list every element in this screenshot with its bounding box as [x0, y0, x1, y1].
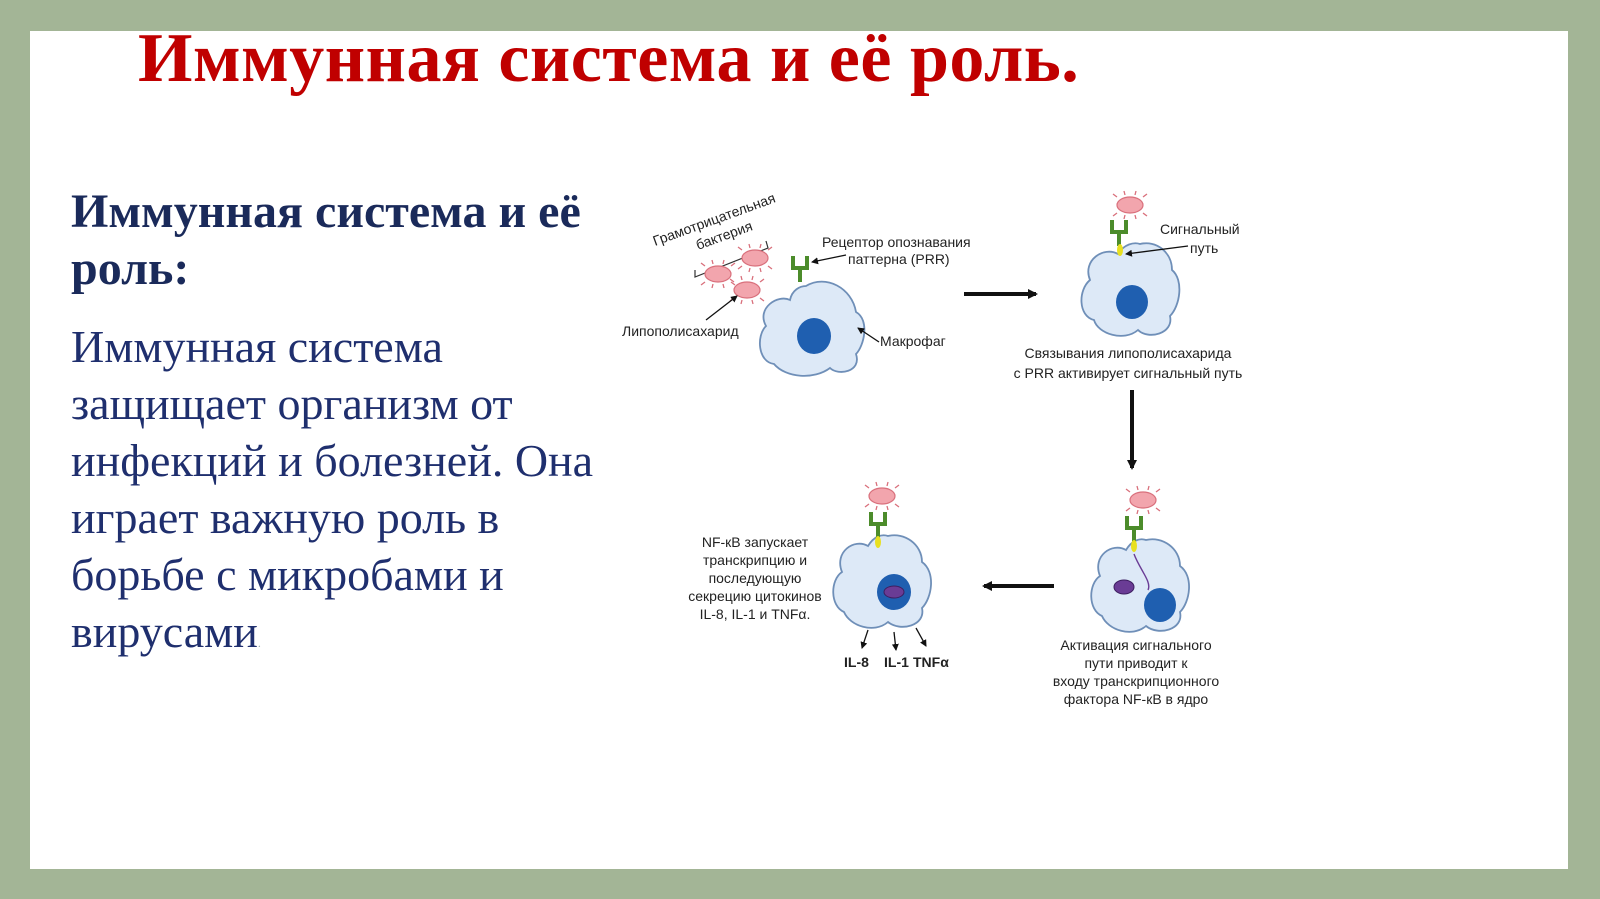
slide-title: Иммунная система и её роль. [138, 20, 1080, 97]
receptor-icon [1110, 218, 1128, 248]
receptor-icon [869, 510, 887, 540]
body-paragraph: Иммунная система защищает организм от ин… [71, 318, 631, 672]
prr-pointer [811, 254, 847, 265]
signal-marker [1117, 244, 1123, 256]
signal-marker [1131, 540, 1137, 552]
macrophage-label: Макрофаг [880, 333, 946, 349]
bacteria-bracket [694, 240, 769, 278]
bacterium-icon [1125, 485, 1161, 515]
nfkb-path [1133, 553, 1150, 591]
cell-nucleus [1116, 285, 1148, 319]
signal-label-line2: путь [1190, 240, 1218, 256]
bacterium-icon [864, 481, 900, 511]
cytokine-arrow [915, 627, 927, 647]
macrophage-pointer [857, 327, 880, 343]
step3-caption-line1: Активация сигнального [1060, 637, 1211, 653]
section-heading: Иммунная система и её роль: [71, 185, 581, 295]
step4-caption-line1: NF-кВ запускает [702, 534, 809, 550]
nfkb-factor [883, 585, 905, 599]
cytokine-tnfa: TNFα [913, 654, 949, 670]
step3-group: Активация сигнального пути приводит к вх… [1053, 485, 1220, 707]
step3-caption-line2: пути приводит к [1084, 655, 1188, 671]
immune-response-diagram: Грамотрицательная бактерия Рецептор опоз… [622, 190, 1243, 707]
step4-group: IL-8 IL-1 TNFα NF-кВ запускает транскрип… [688, 481, 949, 670]
cytokine-il8: IL-8 [844, 654, 869, 670]
lps-pointer [705, 295, 738, 321]
body-text: Иммунная система защищает организм от ин… [71, 321, 594, 657]
prr-label-line1: Рецептор опознавания [822, 234, 971, 250]
cytokine-arrow [860, 629, 869, 649]
step3-caption-line3: входу транскрипционного [1053, 673, 1220, 689]
step4-caption-line5: IL-8, IL-1 и TNFα. [700, 606, 811, 622]
cytokine-il1: IL-1 [884, 654, 909, 670]
nfkb-factor [1113, 579, 1135, 595]
prr-label-line2: паттерна (PRR) [848, 251, 950, 267]
lps-label: Липополисахарид [622, 323, 739, 339]
step1-group: Грамотрицательная бактерия Рецептор опоз… [622, 190, 971, 377]
step2-caption-line1: Связывания липополисахарида [1025, 345, 1232, 361]
bacterium-icon [700, 259, 736, 289]
step3-caption-line4: фактора NF-кВ в ядро [1064, 691, 1209, 707]
step2-group: Сигнальный путь Связывания липополисахар… [1014, 190, 1243, 381]
cell-nucleus [1144, 588, 1176, 622]
bacterium-icon [729, 275, 765, 305]
macrophage-nucleus [797, 318, 831, 354]
bacterium-icon [1112, 190, 1148, 220]
receptor-icon [1125, 514, 1143, 544]
slide: Иммунная система и её роль. Иммунная сис… [30, 20, 1568, 869]
step4-caption-line2: транскрипцию и [703, 552, 807, 568]
body-tail: . [257, 636, 261, 650]
nfkb-cell [1090, 538, 1190, 633]
step2-caption-line2: с PRR активирует сигнальный путь [1014, 365, 1243, 381]
step4-caption-line4: секрецию цитокинов [688, 588, 822, 604]
cytokine-arrow [891, 631, 899, 651]
step4-caption-line3: последующую [709, 570, 802, 586]
signal-marker [875, 536, 881, 548]
signal-pointer [1125, 245, 1189, 257]
signal-label-line1: Сигнальный [1160, 221, 1240, 237]
prr-receptor-icon [791, 254, 809, 284]
